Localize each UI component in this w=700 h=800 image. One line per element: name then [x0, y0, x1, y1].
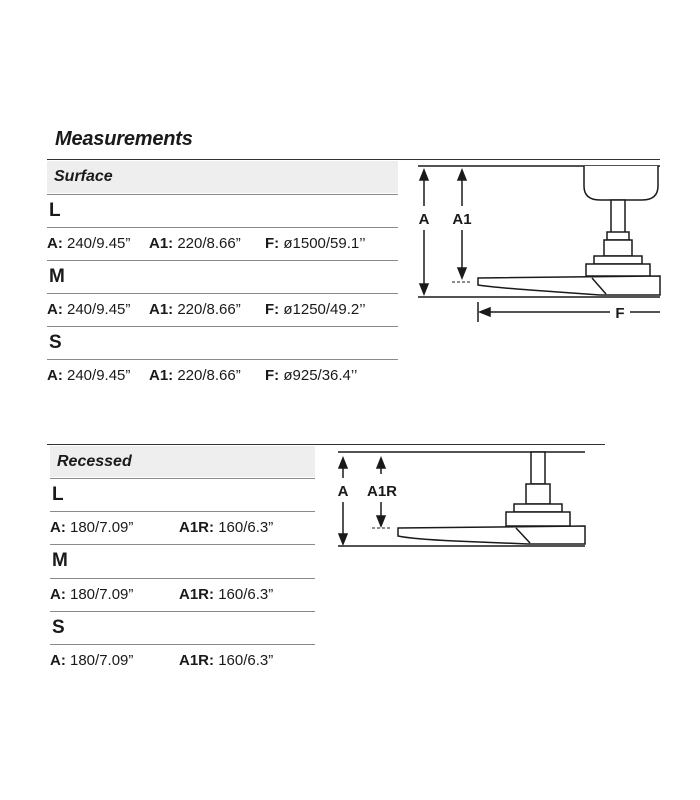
divider: [47, 227, 398, 228]
downrod: [610, 199, 626, 237]
spec-value-f: ø1250/49.2’’: [283, 301, 366, 318]
canopy: [583, 166, 659, 201]
arrow-up-icon: [456, 167, 468, 181]
divider: [47, 326, 398, 327]
arrow-down-icon: [456, 267, 468, 281]
spec-value-a: 180/7.09”: [70, 519, 134, 536]
divider: [50, 611, 315, 612]
spec-label-a1r: A1R:: [179, 519, 215, 536]
divider: [47, 293, 398, 294]
spec-label-a1: A1:: [149, 235, 174, 252]
page-title: Measurements: [55, 128, 193, 150]
divider: [50, 544, 315, 545]
divider: [47, 194, 398, 195]
size-label-l: L: [52, 484, 64, 505]
arrow-up-icon: [375, 455, 387, 469]
blade-joint: [591, 277, 607, 295]
divider: [47, 159, 660, 160]
motor-housing: [593, 255, 643, 265]
divider: [47, 444, 605, 445]
size-label-m: M: [52, 550, 68, 571]
dimension-label-a1: A1: [452, 211, 471, 228]
arrow-left-icon: [477, 306, 491, 318]
downrod: [530, 451, 546, 485]
size-label-m: M: [49, 266, 65, 287]
spec-label-a: A:: [47, 367, 63, 384]
spec-value-a: 180/7.09”: [70, 586, 134, 603]
spec-label-a: A:: [47, 301, 63, 318]
downrod-collar: [606, 231, 630, 241]
size-label-l: L: [49, 200, 61, 221]
spec-label-f: F:: [265, 367, 280, 384]
fan-blade: [397, 525, 586, 545]
motor-upper: [525, 483, 551, 505]
dimension-label-a: A: [419, 211, 430, 228]
spec-value-a1r: 160/6.3”: [218, 652, 274, 669]
fan-blade: [477, 275, 661, 296]
arrow-down-icon: [337, 533, 349, 547]
spec-value-f: ø1500/59.1’’: [283, 235, 366, 252]
spec-value-a1: 220/8.66”: [177, 301, 241, 318]
spec-value-a1: 220/8.66”: [177, 367, 241, 384]
spec-value-a1: 220/8.66”: [177, 235, 241, 252]
spec-label-a: A:: [50, 652, 66, 669]
arrow-down-icon: [418, 283, 430, 297]
spec-value-a: 240/9.45”: [67, 367, 131, 384]
section-heading-recessed: Recessed: [50, 446, 315, 477]
divider: [50, 478, 315, 479]
spec-label-a: A:: [50, 519, 66, 536]
spec-value-a: 240/9.45”: [67, 301, 131, 318]
arrow-up-icon: [337, 455, 349, 469]
arrow-down-icon: [375, 515, 387, 529]
recessed-mount-diagram: A A1R: [337, 451, 586, 547]
spec-value-a1r: 160/6.3”: [218, 519, 274, 536]
motor-upper: [603, 239, 633, 257]
section-heading-surface: Surface: [47, 161, 398, 193]
divider: [50, 644, 315, 645]
dimension-label-f: F: [615, 305, 624, 322]
spec-label-a1: A1:: [149, 301, 174, 318]
dimension-label-a1r: A1R: [367, 483, 397, 500]
size-label-s: S: [49, 332, 62, 353]
blade-joint: [515, 527, 531, 544]
spec-value-a: 180/7.09”: [70, 652, 134, 669]
spec-label-a1r: A1R:: [179, 586, 215, 603]
spec-label-f: F:: [265, 235, 280, 252]
motor-base: [505, 511, 571, 527]
spec-label-a1r: A1R:: [179, 652, 215, 669]
divider: [50, 511, 315, 512]
size-label-s: S: [52, 617, 65, 638]
arrow-up-icon: [418, 167, 430, 181]
spec-label-a1: A1:: [149, 367, 174, 384]
motor-base: [585, 263, 651, 277]
spec-label-a: A:: [47, 235, 63, 252]
spec-value-f: ø925/36.4’’: [283, 367, 358, 384]
spec-value-a: 240/9.45”: [67, 235, 131, 252]
surface-mount-diagram: A A1 F: [418, 165, 661, 322]
motor-housing: [513, 503, 563, 513]
spec-label-f: F:: [265, 301, 280, 318]
divider: [47, 359, 398, 360]
dimension-label-a: A: [338, 483, 349, 500]
spec-value-a1r: 160/6.3”: [218, 586, 274, 603]
divider: [50, 578, 315, 579]
spec-label-a: A:: [50, 586, 66, 603]
divider: [47, 260, 398, 261]
